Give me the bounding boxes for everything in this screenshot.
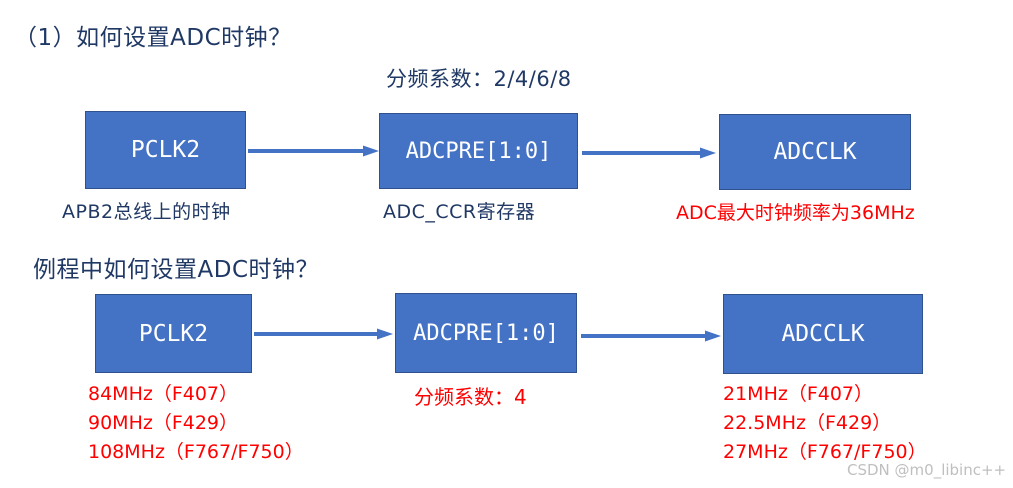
section1-arrow-pclk2-to-adcpre <box>248 144 380 158</box>
section1-box-adcclk[interactable]: ADCCLK <box>719 114 911 190</box>
section1-box-pclk2[interactable]: PCLK2 <box>85 111 246 189</box>
section2-title: 例程中如何设置ADC时钟？ <box>33 257 320 283</box>
section2-output-frequency-item: 27MHz（F767/F750） <box>723 441 927 463</box>
section2-output-frequency-item: 22.5MHz（F429） <box>723 412 892 434</box>
csdn-watermark: CSDN @m0_libinc++ <box>847 461 1007 479</box>
section2-input-frequency-item: 84MHz（F407） <box>88 383 239 405</box>
section2-box-pclk2[interactable]: PCLK2 <box>95 294 252 373</box>
section2-box-adcclk-label: ADCCLK <box>781 321 865 347</box>
section1-caption-adcpre: ADC_CCR寄存器 <box>383 201 536 223</box>
section2-input-frequency-item: 90MHz（F429） <box>88 412 239 434</box>
section2-box-pclk2-label: PCLK2 <box>138 320 209 347</box>
section2-box-adcpre[interactable]: ADCPRE[1:0] <box>395 293 577 373</box>
section1-arrow-adcpre-to-adcclk <box>582 146 717 160</box>
section2-divider-coefficient-label: 分频系数：4 <box>414 385 527 409</box>
section1-box-pclk2-label: PCLK2 <box>130 137 201 163</box>
section1-box-adcpre-label: ADCPRE[1:0] <box>405 138 552 164</box>
section2-output-frequencies: 21MHz（F407） 22.5MHz（F429） 27MHz（F767/F75… <box>723 380 927 467</box>
section2-box-adcclk[interactable]: ADCCLK <box>723 294 923 374</box>
section2-box-adcpre-label: ADCPRE[1:0] <box>413 320 559 346</box>
section2-arrow-pclk2-to-adcpre <box>254 327 394 341</box>
section1-divider-coefficient-label: 分频系数：2/4/6/8 <box>386 67 572 91</box>
section2-output-frequency-item: 21MHz（F407） <box>723 383 874 405</box>
section1-caption-pclk2: APB2总线上的时钟 <box>62 201 231 223</box>
section2-input-frequencies: 84MHz（F407） 90MHz（F429） 108MHz（F767/F750… <box>88 380 304 467</box>
section2-input-frequency-item: 108MHz（F767/F750） <box>88 441 304 463</box>
section1-title: （1）如何设置ADC时钟？ <box>14 25 292 51</box>
section1-box-adcclk-label: ADCCLK <box>773 139 857 165</box>
section2-arrow-adcpre-to-adcclk <box>581 329 722 343</box>
section1-box-adcpre[interactable]: ADCPRE[1:0] <box>379 113 578 189</box>
section1-caption-adcclk: ADC最大时钟频率为36MHz <box>676 202 915 224</box>
